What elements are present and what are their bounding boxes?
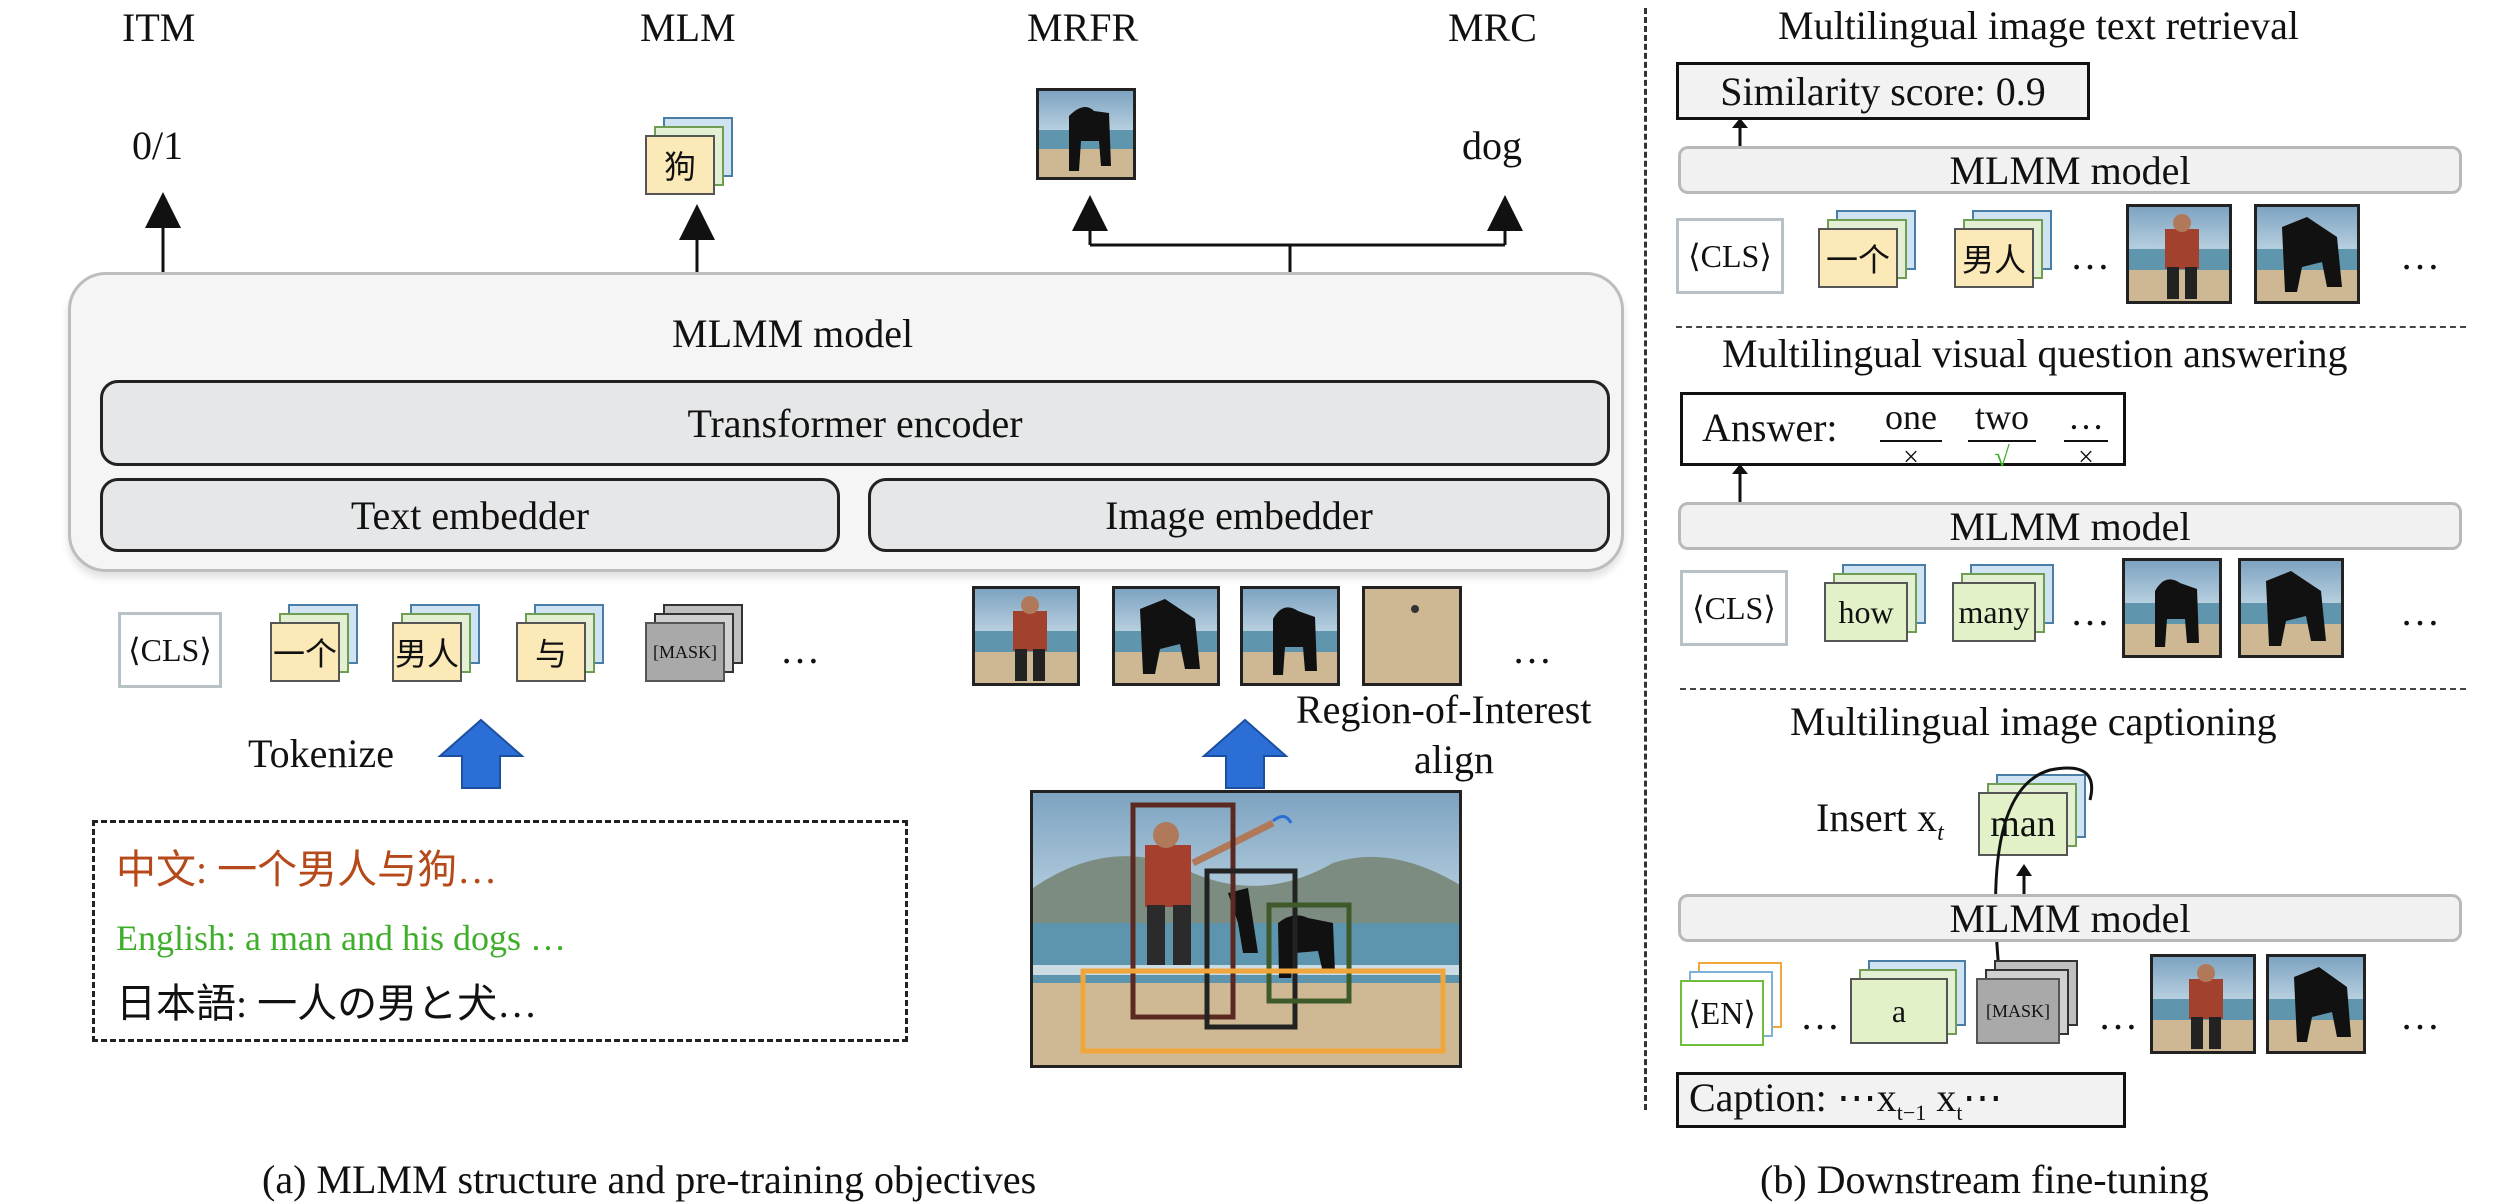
- retrieval-image: [2126, 204, 2232, 304]
- image-embedder: Image embedder: [868, 478, 1610, 552]
- roi-label: Region-of-Interest: [1296, 687, 1592, 732]
- section-divider: [1680, 688, 2466, 690]
- roi-image: [1362, 586, 1462, 686]
- vqa-ellipsis-2: …: [2400, 589, 2440, 634]
- vqa-ellipsis: …: [2070, 589, 2110, 634]
- text-token: 一个: [270, 604, 358, 684]
- caption-ja: 日本語: 一人の男と犬…: [116, 981, 538, 1026]
- model-title: MLMM model: [672, 311, 914, 356]
- vqa-token: how: [1824, 564, 1926, 644]
- mask-token: [MASK]: [645, 604, 743, 684]
- caption-mask-token: [MASK]: [1976, 960, 2078, 1044]
- image-ellipsis: …: [1512, 627, 1552, 672]
- vqa-token: many: [1952, 564, 2054, 644]
- mrfr-output-image: [1036, 88, 1136, 180]
- answer-box: [1680, 392, 2126, 466]
- text-embedder: Text embedder: [100, 478, 840, 552]
- vqa-arrow: [1732, 464, 1748, 504]
- objective-mlm: MLM: [640, 5, 736, 50]
- vqa-image: [2238, 558, 2344, 658]
- inserted-token: man: [1978, 774, 2086, 856]
- text-token: 男人: [392, 604, 480, 684]
- captioning-title: Multilingual image captioning: [1790, 699, 2277, 744]
- panel-a-caption: (a) MLMM structure and pre-training obje…: [262, 1157, 1037, 1202]
- vqa-title: Multilingual visual question answering: [1722, 331, 2348, 376]
- caption-token: a: [1850, 960, 1966, 1044]
- roi-label-2: align: [1414, 737, 1494, 782]
- text-ellipsis: …: [780, 627, 820, 672]
- answer-label: Answer:: [1702, 405, 1838, 450]
- similarity-box: Similarity score: 0.9: [1676, 62, 2090, 120]
- caption-ellipsis: …: [1800, 993, 1840, 1038]
- beach-photo: [1030, 790, 1462, 1068]
- roi-arrow-icon: [1201, 718, 1289, 789]
- cls-token: ⟨CLS⟩: [118, 612, 222, 688]
- section-divider: [1676, 326, 2466, 328]
- retrieval-cls: ⟨CLS⟩: [1676, 218, 1784, 294]
- tokenize-arrow-icon: [437, 718, 525, 789]
- caption-ellipsis-2: …: [2098, 993, 2138, 1038]
- answer-option: … ×: [2060, 396, 2112, 472]
- panel-b-caption: (b) Downstream fine-tuning: [1760, 1157, 2209, 1202]
- objective-mrc: MRC: [1448, 5, 1537, 50]
- answer-option-correct: two √: [1964, 396, 2040, 472]
- roi-image: [1112, 586, 1220, 686]
- text-token: 与: [516, 604, 604, 684]
- caption-ellipsis-3: …: [2400, 993, 2440, 1038]
- retrieval-title: Multilingual image text retrieval: [1778, 3, 2299, 48]
- insert-label: Insert xt: [1816, 795, 1944, 846]
- caption-image: [2266, 954, 2366, 1054]
- tokenize-label: Tokenize: [248, 731, 395, 776]
- output-arrows: [145, 192, 1523, 272]
- captioning-model: MLMM model: [1678, 894, 2462, 942]
- vqa-cls: ⟨CLS⟩: [1680, 570, 1788, 646]
- en-token: ⟨EN⟩: [1680, 962, 1782, 1046]
- vqa-image: [2122, 558, 2222, 658]
- caption-box: [92, 820, 908, 1042]
- roi-image: [1240, 586, 1340, 686]
- retrieval-ellipsis: …: [2070, 233, 2110, 278]
- caption-output-box: Caption: ⋯xt−1 xt⋯: [1676, 1072, 2126, 1128]
- retrieval-model: MLMM model: [1678, 146, 2462, 194]
- retrieval-image: [2254, 204, 2360, 304]
- retrieval-arrow: [1732, 118, 1748, 150]
- panel-divider: [1644, 8, 1647, 1110]
- mlm-output-token: 狗: [645, 117, 733, 197]
- caption-zh: 中文: 一个男人与狗…: [116, 847, 498, 892]
- objective-mrfr: MRFR: [1027, 5, 1139, 50]
- itm-output: 0/1: [132, 123, 184, 168]
- transformer-encoder: Transformer encoder: [100, 380, 1610, 466]
- caption-image: [2150, 954, 2256, 1054]
- mrc-output: dog: [1462, 123, 1522, 168]
- caption-en: English: a man and his dogs …: [116, 918, 566, 958]
- retrieval-token: 一个: [1818, 210, 1916, 290]
- retrieval-ellipsis-2: …: [2400, 233, 2440, 278]
- retrieval-token: 男人: [1954, 210, 2052, 290]
- vqa-model: MLMM model: [1678, 502, 2462, 550]
- objective-itm: ITM: [122, 5, 196, 50]
- roi-image: [972, 586, 1080, 686]
- answer-option: one ×: [1876, 396, 1946, 472]
